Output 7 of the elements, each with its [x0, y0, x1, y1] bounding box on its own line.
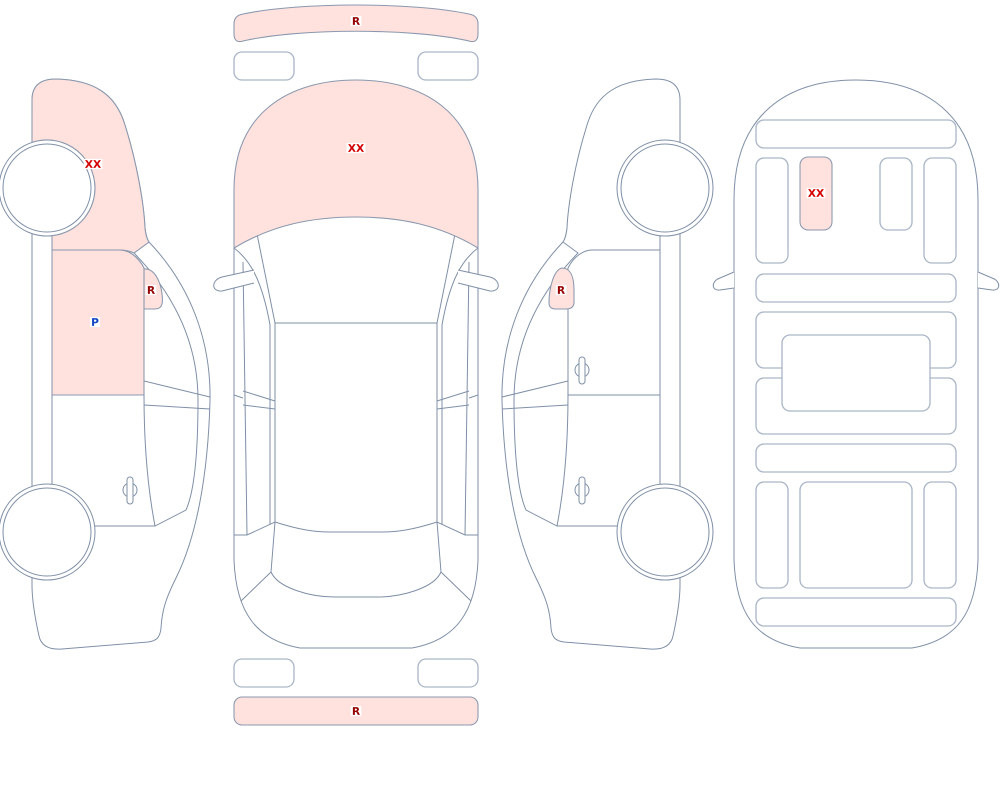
- door-panel: P: [51, 249, 145, 396]
- hood: XX: [233, 79, 479, 249]
- side-mirror: R: [143, 268, 163, 310]
- rear-bumper: R: [233, 696, 479, 726]
- front-bumper: R: [233, 4, 479, 42]
- side-mirror: R: [548, 267, 575, 310]
- fender: XX: [31, 78, 150, 254]
